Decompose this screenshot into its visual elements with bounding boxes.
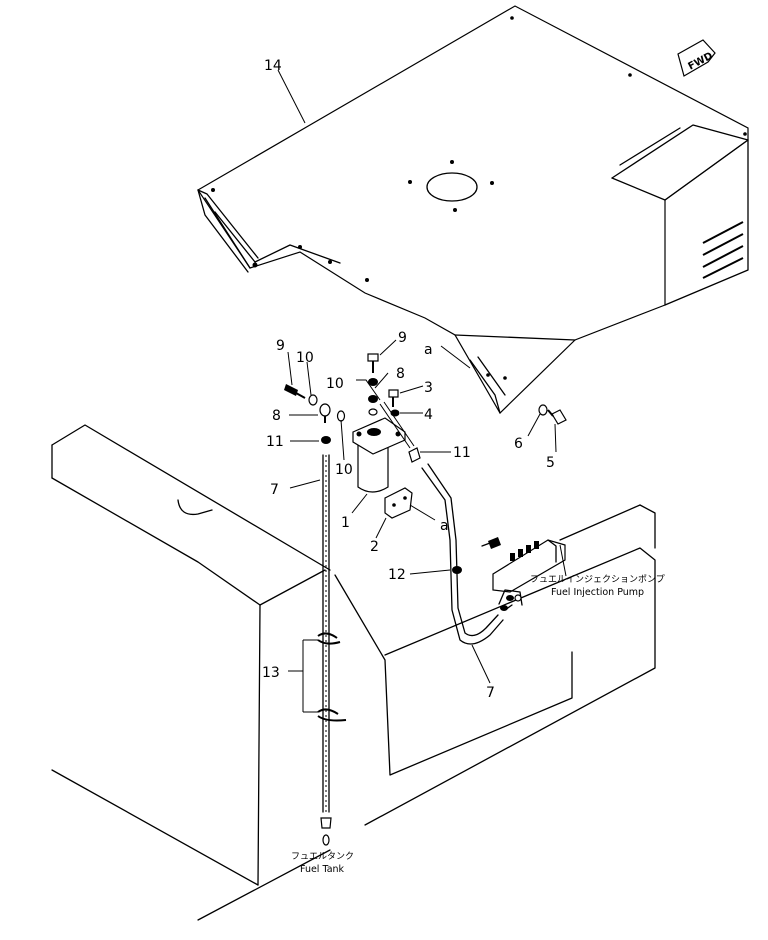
label-8-right: 8: [396, 366, 405, 382]
label-10-low: 10: [335, 462, 353, 478]
fuel-filter: [352, 417, 413, 519]
label-4: 4: [424, 407, 433, 423]
label-9-right: 9: [398, 330, 407, 346]
label-11-left: 11: [266, 434, 284, 450]
pump-label-en: Fuel Injection Pump: [551, 587, 644, 598]
label-10-mid: 10: [326, 376, 344, 392]
label-11-right: 11: [453, 445, 471, 461]
label-7-right: 7: [486, 685, 495, 701]
injection-pump: [481, 537, 566, 611]
label-3: 3: [424, 380, 433, 396]
label-2: 2: [370, 539, 379, 555]
pump-label-jp: フュエルインジェクションポンプ: [530, 574, 665, 585]
callouts: フュエルインジェクションポンプ Fuel Injection Pump フュエル…: [291, 574, 665, 875]
label-8-left: 8: [272, 408, 281, 424]
fasteners: [284, 353, 567, 463]
label-5: 5: [546, 455, 555, 471]
tank-label-jp: フュエルタンク: [291, 851, 354, 862]
label-a-low: a: [440, 518, 449, 534]
label-12: 12: [388, 567, 406, 583]
tank-label-en: Fuel Tank: [300, 864, 345, 875]
label-14: 14: [264, 58, 282, 74]
label-7-left: 7: [270, 482, 279, 498]
engine-hood: [197, 5, 749, 414]
part-number-labels: 14 9 10 9 8 10 3 8 4 11 11 10 7 1 2 a a …: [262, 58, 555, 701]
label-1: 1: [341, 515, 350, 531]
label-9-left: 9: [276, 338, 285, 354]
engine-block: [334, 504, 656, 826]
leader-lines: [277, 69, 567, 713]
label-10-top: 10: [296, 350, 314, 366]
fuel-pipes: [317, 401, 513, 846]
forward-arrow-icon: FWD: [677, 39, 716, 77]
label-a-top: a: [424, 342, 433, 358]
label-13: 13: [262, 665, 280, 681]
fuel-tank-body: [51, 424, 331, 921]
label-6: 6: [514, 436, 523, 452]
